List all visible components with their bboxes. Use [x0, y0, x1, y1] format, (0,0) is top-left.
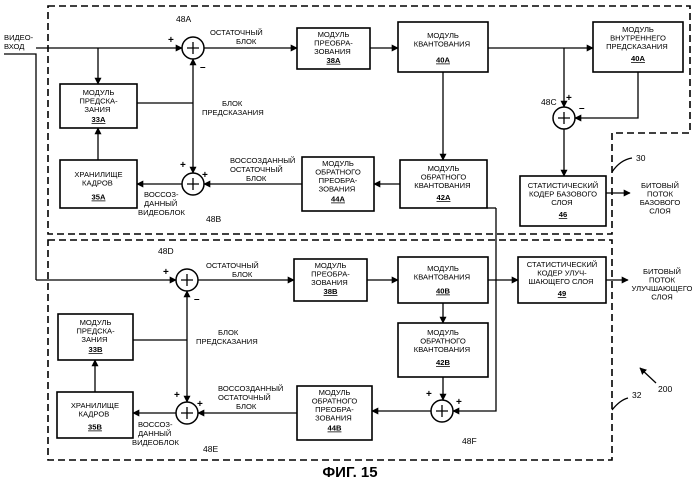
summer-48c-label: 48C [541, 97, 557, 107]
summer-48d-label: 48D [158, 246, 174, 256]
enh-residual-label: ОСТАТОЧНЫЙБЛОК [206, 261, 259, 279]
enh-layer-number: 32 [632, 390, 642, 400]
figure-caption: ФИГ. 15 [322, 464, 377, 481]
enh-bitstream-label: БИТОВЫЙПОТОКУЛУЧШАЮЩЕГОСЛОЯ [632, 267, 693, 302]
base-residual-label: ОСТАТОЧНЫЙБЛОК [210, 28, 263, 46]
base-bitstream-label: БИТОВЫЙПОТОКБАЗОВОГОСЛОЯ [640, 181, 681, 216]
summer-48b-label: 48B [206, 214, 221, 224]
base-layer-number: 30 [636, 153, 646, 163]
enh-pred-block-label: БЛОКПРЕДСКАЗАНИЯ [196, 328, 258, 346]
summer-48f-label: 48F [462, 436, 477, 446]
summer-48a-input-plus: + [168, 35, 174, 46]
summer-48d-input-plus: + [163, 267, 169, 278]
summer-48f-input-plus-right: + [456, 397, 462, 408]
summer-48e-label: 48E [203, 444, 218, 454]
summer-48b-input-plus-right: + [202, 170, 208, 181]
video-input-label: ВИДЕО-ВХОД [4, 33, 34, 51]
base-to-summer-48f-line [453, 208, 496, 411]
enh-recon-residual-label: ВОССОЗДАННЫЙОСТАТОЧНЫЙБЛОК [218, 384, 283, 411]
base-pred-block-label: БЛОКПРЕДСКАЗАНИЯ [202, 99, 264, 117]
summer-48c-input-plus: + [566, 93, 572, 104]
enh-layer-number-leader [612, 398, 628, 410]
base-recon-video-label: ВОССОЗ-ДАННЫЙВИДЕОБЛОК [138, 190, 186, 217]
summer-48e-input-plus-top: + [174, 390, 180, 401]
input-line [4, 54, 36, 280]
summer-48f-input-plus-top: + [426, 389, 432, 400]
summer-48a-input-minus: – [200, 62, 206, 73]
summer-48d-input-minus: – [194, 294, 200, 305]
figure-number-arrow [640, 368, 656, 383]
summer-48b-input-plus-top: + [180, 160, 186, 171]
summer-48a-label: 48A [176, 14, 191, 24]
summer-48c-input-minus: – [579, 103, 585, 114]
figure-number: 200 [658, 384, 672, 394]
base-layer-number-leader [612, 158, 632, 172]
summer-48e-input-plus-right: + [197, 399, 203, 410]
enh-recon-video-label: ВОССОЗ-ДАННЫЙВИДЕОБЛОК [132, 420, 180, 447]
base-recon-residual-label: ВОССОЗДАННЫЙОСТАТОЧНЫЙБЛОК [230, 156, 295, 183]
